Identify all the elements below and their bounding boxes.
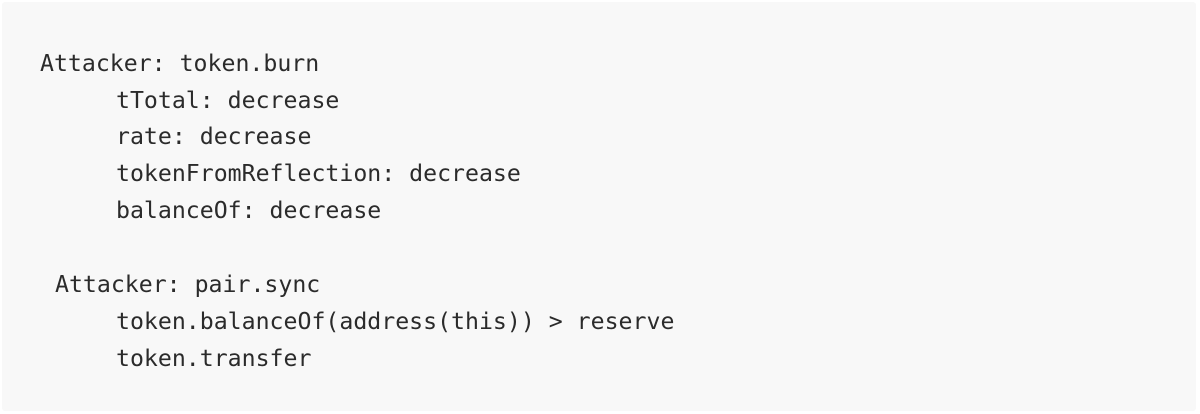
code-line: balanceOf: decrease [116, 197, 382, 224]
code-line: Attacker: pair.sync [55, 271, 321, 298]
code-line: tokenFromReflection: decrease [116, 160, 521, 187]
code-line: Attacker: token.burn [40, 50, 320, 77]
code-line: tTotal: decrease [116, 87, 340, 114]
code-line: rate: decrease [116, 123, 312, 150]
code-line: token.balanceOf(address(this)) > reserve [116, 308, 675, 335]
code-line: token.transfer [116, 345, 312, 372]
